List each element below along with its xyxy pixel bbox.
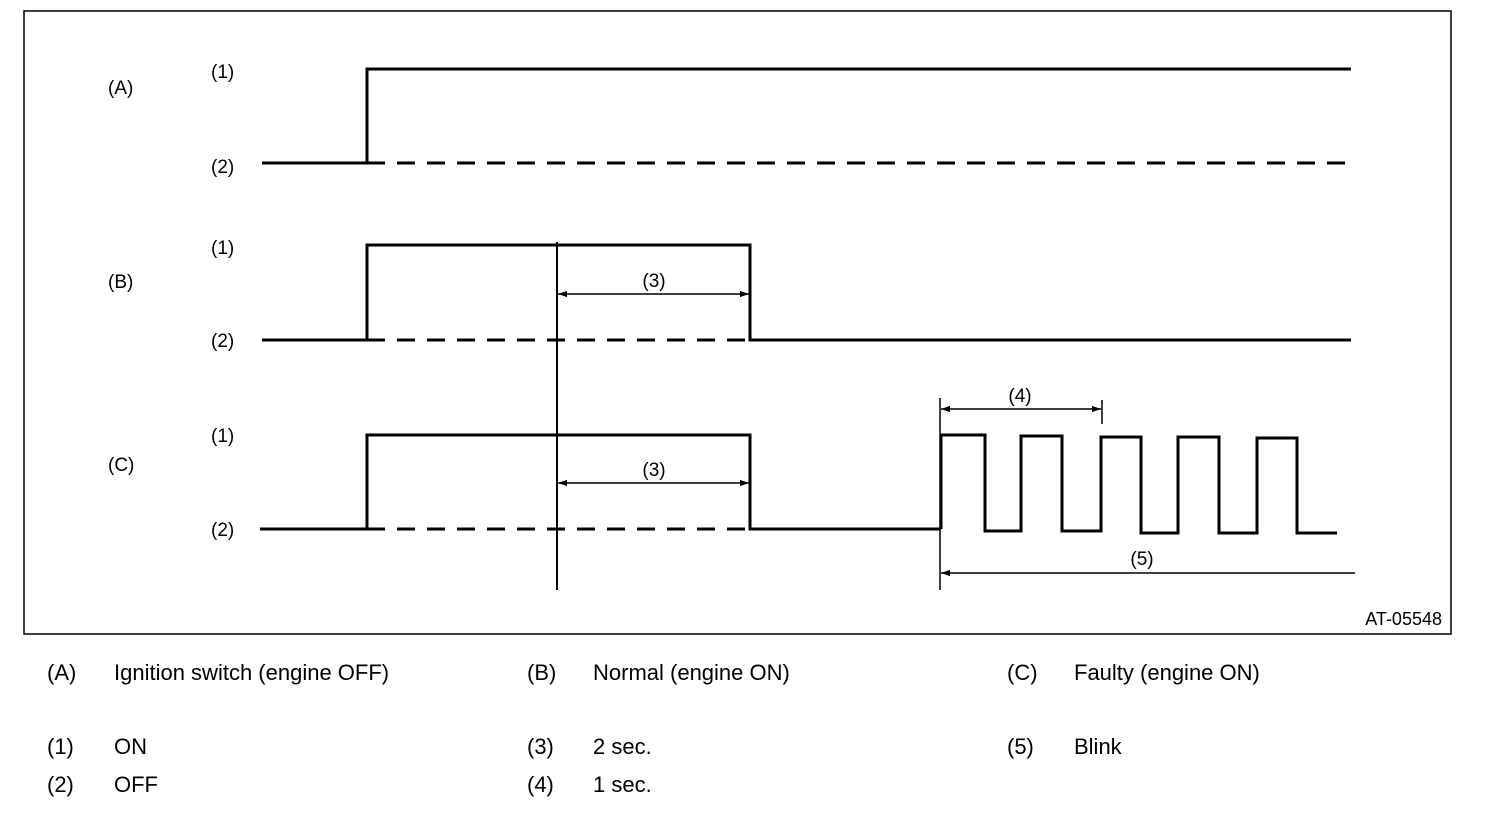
legend-text: 2 sec.: [593, 734, 652, 759]
blink-pulses: [939, 433, 1337, 535]
row-a-on-label: (1): [211, 62, 234, 83]
legend-key: (2): [47, 772, 74, 797]
row-c-label: (C): [108, 455, 134, 476]
row-a-off-label: (2): [211, 157, 234, 178]
legend-text: 1 sec.: [593, 772, 652, 797]
legend-key: (4): [527, 772, 554, 797]
diagram-frame: [23, 10, 1452, 635]
row-b-on-label: (1): [211, 238, 234, 259]
legend-text: Faulty (engine ON): [1074, 660, 1260, 685]
interval-label-blink: (5): [1130, 549, 1153, 570]
legend-key: (3): [527, 734, 554, 759]
legend-key: (5): [1007, 734, 1034, 759]
interval-label-period: (4): [1008, 386, 1031, 407]
legend-text: Normal (engine ON): [593, 660, 790, 685]
interval-label-b: (3): [642, 271, 665, 292]
row-c-signal: [260, 433, 1337, 535]
interval-label-c: (3): [642, 460, 665, 481]
row-b-label: (B): [108, 272, 133, 293]
row-b-off-label: (2): [211, 331, 234, 352]
legend-key: (A): [47, 660, 77, 685]
legend-key: (B): [527, 660, 557, 685]
legend-key: (C): [1007, 660, 1038, 685]
legend-text: ON: [114, 734, 147, 759]
legend-text: Blink: [1074, 734, 1122, 759]
row-c-on-label: (1): [211, 426, 234, 447]
row-a-signal: [262, 67, 1351, 165]
row-b-signal: [262, 243, 1351, 342]
row-c-off-label: (2): [211, 520, 234, 541]
legend-text: Ignition switch (engine OFF): [114, 660, 390, 685]
row-a-label: (A): [108, 78, 133, 99]
legend-text: OFF: [114, 772, 158, 797]
figure-code: AT-05548: [1365, 609, 1442, 629]
legend-key: (1): [47, 734, 74, 759]
